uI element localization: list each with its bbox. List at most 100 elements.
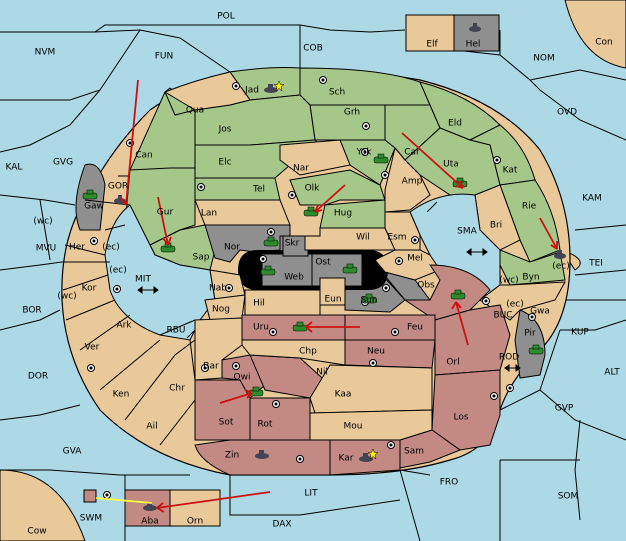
label-esm: Esm — [387, 233, 406, 243]
svg-text:(wc): (wc) — [57, 292, 76, 302]
sea-labels: POL FUN NVM COB NOM Con OVD KAL GVG KAM … — [6, 12, 621, 537]
province-olk[interactable] — [289, 169, 386, 206]
label-nog: Nog — [212, 305, 230, 315]
label-kam: KAM — [582, 194, 602, 204]
label-byn: Byn — [522, 273, 539, 283]
label-feu: Feu — [407, 323, 423, 333]
army-icon[interactable] — [361, 293, 377, 304]
label-eun: Eun — [324, 295, 341, 305]
label-tel: Tel — [252, 185, 265, 195]
label-nor: Nor — [224, 243, 240, 253]
label-elf: Elf — [426, 40, 438, 50]
label-chp: Chp — [299, 347, 317, 357]
label-gva: GVA — [63, 447, 83, 457]
label-orl: Orl — [446, 358, 459, 368]
label-alt: ALT — [604, 368, 620, 378]
province-orn[interactable] — [169, 489, 221, 527]
label-chr: Chr — [169, 384, 185, 394]
star-icon — [367, 448, 379, 460]
svg-text:(ec): (ec) — [102, 243, 120, 253]
label-hel: Hel — [466, 40, 481, 50]
label-gvg: GVG — [53, 158, 73, 168]
army-icon[interactable] — [342, 263, 358, 274]
label-kal: KAL — [6, 163, 23, 173]
fleet-icon[interactable] — [359, 453, 373, 462]
army-icon[interactable] — [260, 265, 276, 276]
army-icon[interactable] — [82, 189, 98, 200]
fleet-icon[interactable] — [554, 250, 566, 259]
province-rie[interactable] — [499, 179, 561, 263]
label-pir: Pir — [524, 329, 536, 339]
label-mit: MIT — [135, 275, 151, 285]
label-bri: Bri — [490, 221, 502, 231]
label-ovd: OVD — [557, 108, 577, 118]
province-elf[interactable] — [405, 14, 455, 52]
province-mel[interactable] — [374, 249, 441, 281]
label-orn: Orn — [187, 517, 203, 527]
label-neu: Neu — [367, 347, 385, 357]
label-gor: GOR — [108, 182, 128, 192]
label-skr: Skr — [285, 239, 300, 249]
province-amp[interactable] — [384, 146, 431, 213]
fleet-icon[interactable] — [264, 84, 278, 93]
fleet-icon[interactable] — [469, 23, 481, 32]
label-kor: Kor — [82, 284, 97, 294]
supply-centers — [87, 76, 536, 499]
svg-text:(wc): (wc) — [499, 276, 518, 286]
army-icon[interactable] — [528, 344, 544, 355]
label-kup: KUP — [571, 328, 589, 338]
label-nvm: NVM — [35, 48, 56, 58]
province-hug[interactable] — [319, 199, 386, 229]
label-rod: ROD — [499, 353, 519, 363]
army-icon[interactable] — [373, 153, 389, 164]
label-tei: TEI — [588, 259, 603, 269]
label-her: Her — [69, 243, 85, 253]
label-los: Los — [453, 413, 468, 423]
svg-text:(ec): (ec) — [109, 266, 127, 276]
label-con: Con — [595, 38, 613, 48]
province-hel[interactable] — [453, 14, 500, 52]
label-hug: Hug — [334, 209, 352, 219]
label-can: Can — [135, 151, 153, 161]
label-mou: Mou — [344, 422, 363, 432]
label-nom: NOM — [533, 54, 555, 64]
label-wil: Wil — [356, 233, 370, 243]
label-ost: Ost — [315, 258, 331, 268]
province-obs[interactable] — [403, 264, 491, 321]
label-grh: Grh — [344, 108, 360, 118]
label-bor: BOR — [22, 306, 41, 316]
label-cob: COB — [303, 44, 323, 54]
label-dor: DOR — [28, 372, 48, 382]
province-neu[interactable] — [344, 339, 436, 369]
province-nar[interactable] — [279, 139, 351, 176]
province-kaa[interactable] — [309, 364, 433, 414]
label-sam: Sam — [404, 447, 424, 457]
label-mel: Mel — [407, 254, 423, 264]
label-uru: Uru — [253, 323, 269, 333]
svg-text:(ec): (ec) — [552, 262, 570, 272]
label-uta: Uta — [443, 160, 459, 170]
label-gur: Gur — [157, 208, 174, 218]
fleet-icon[interactable] — [143, 502, 157, 511]
army-icon[interactable] — [450, 289, 466, 300]
province-qua[interactable] — [163, 71, 251, 111]
province-mou[interactable] — [309, 409, 433, 441]
label-kar: Kar — [339, 454, 354, 464]
label-fun: FUN — [155, 52, 174, 62]
label-buc: BUC — [493, 311, 512, 321]
fleet-icon[interactable] — [255, 450, 269, 459]
label-lan: Lan — [201, 209, 217, 219]
label-gvp: GVP — [555, 404, 574, 414]
province-pir[interactable] — [514, 309, 546, 379]
label-swm: SWM — [80, 514, 102, 524]
province-tel[interactable] — [194, 177, 281, 201]
army-icon[interactable] — [263, 236, 279, 247]
label-pol: POL — [217, 12, 235, 22]
label-kat: Kat — [503, 166, 518, 176]
label-olk: Olk — [305, 184, 321, 194]
province-sot[interactable] — [194, 379, 251, 441]
label-yok: Yok — [355, 148, 372, 158]
orders — [95, 79, 558, 513]
label-sun: Sun — [360, 296, 377, 306]
star-icon — [273, 80, 285, 92]
